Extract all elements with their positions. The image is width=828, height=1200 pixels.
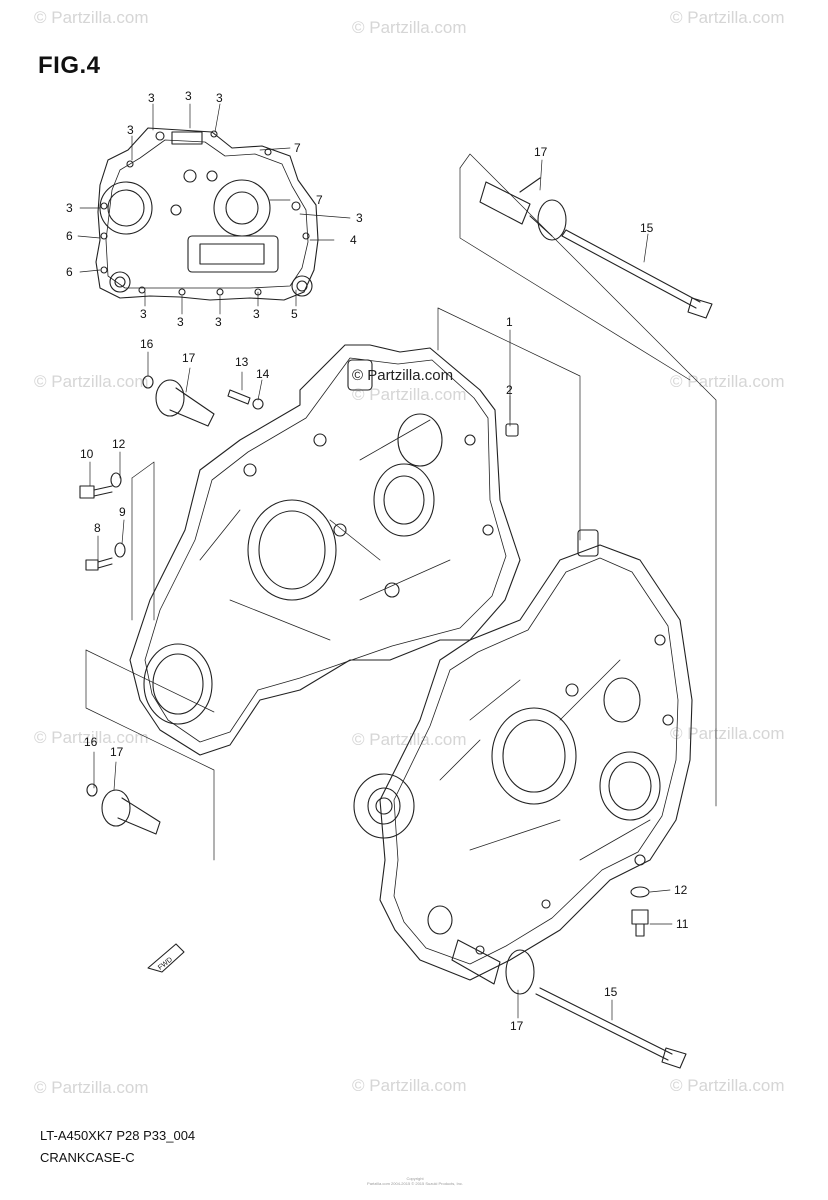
left-crankcase-half [129,344,521,756]
watermark: © Partzilla.com [670,372,785,391]
callout-number: 2 [506,383,513,397]
callout-number: 12 [112,437,126,451]
long-bolt-top [561,229,713,319]
callout-number: 17 [110,745,124,759]
callout-number: 7 [316,193,323,207]
callout-number: 12 [674,883,688,897]
callout-number: 17 [182,351,196,365]
callout-labels: 3 3 3 3 7 3 7 6 3 4 6 3 3 3 3 5 17 15 1 … [66,89,689,1033]
figure-name: CRANKCASE-C [40,1150,135,1165]
oil-seal-top [479,177,567,241]
small-bolts [79,389,650,937]
bolt-layout-inset [95,127,319,301]
oil-seal-left [142,375,215,427]
callout-number: 8 [94,521,101,535]
callout-number: 3 [253,307,260,321]
callout-number: 11 [676,917,689,931]
callout-number: 13 [235,355,249,369]
callout-number: 15 [604,985,618,999]
callout-number: 7 [294,141,301,155]
callout-number: 3 [66,201,73,215]
callout-number: 17 [510,1019,524,1033]
watermark: © Partzilla.com [352,730,467,749]
watermark: © Partzilla.com [34,8,149,27]
copyright-note: Copyright Partzilla.com 2004-2015 © 2015… [355,1176,475,1186]
copyright-line: Copyright [406,1176,424,1181]
right-crankcase-half [353,529,693,981]
watermark: © Partzilla.com [670,724,785,743]
callout-number: 3 [127,123,134,137]
watermark: © Partzilla.com [670,1076,785,1095]
figure-title: FIG.4 [38,52,101,79]
callout-number: 3 [177,315,184,329]
fwd-arrow [147,943,185,973]
watermark: © Partzilla.com [34,728,149,747]
copyright-line: Partzilla.com 2004-2015 © 2015 Suzuki Pr… [367,1181,463,1186]
callout-number: 6 [66,229,73,243]
callout-number: 15 [640,221,654,235]
callout-number: 3 [140,307,147,321]
watermark: © Partzilla.com [34,1078,149,1097]
callout-number: 14 [256,367,270,381]
long-bolt-bottom [535,987,687,1069]
oil-seal-lower-left [86,783,161,835]
callout-number: 4 [350,233,357,247]
leader-lines [85,153,717,861]
callout-number: 10 [80,447,94,461]
watermark: © Partzilla.com [34,372,149,391]
watermark: © Partzilla.com [352,18,467,37]
watermark: © Partzilla.com [352,385,467,404]
model-code: LT-A450XK7 P28 P33_004 [40,1128,196,1143]
callout-leaders [77,103,673,1021]
callout-number: 9 [119,505,126,519]
callout-number: 3 [148,91,155,105]
callout-number: 5 [291,307,298,321]
callout-number: 3 [216,91,223,105]
callout-number: 16 [140,337,154,351]
watermark: © Partzilla.com [352,1076,467,1095]
oil-seal-bottom [451,939,535,995]
callout-number: 16 [84,735,98,749]
watermark: © Partzilla.com [670,8,785,27]
callout-number: 3 [185,89,192,103]
callout-number: 1 [506,315,513,329]
callout-number: 3 [215,315,222,329]
callout-number: 6 [66,265,73,279]
callout-number: 3 [356,211,363,225]
callout-number: 17 [534,145,548,159]
brand-label: © Partzilla.com [352,367,454,384]
